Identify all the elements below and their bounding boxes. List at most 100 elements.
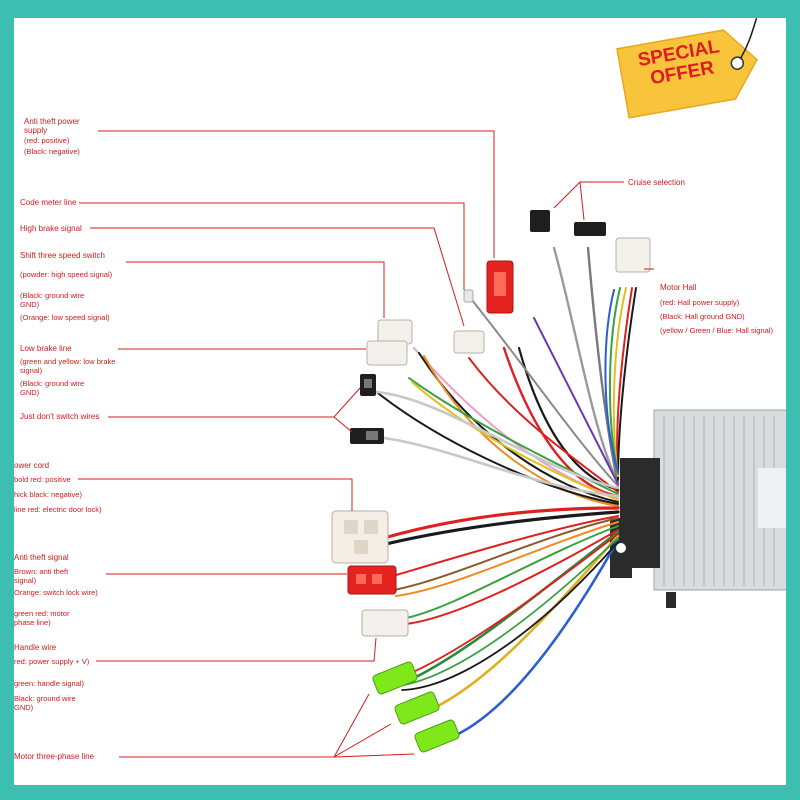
callout-line-cruise-2 xyxy=(579,181,585,221)
wire-anti-theft-power-red xyxy=(502,346,620,498)
connector-phase-yellow xyxy=(394,691,440,725)
wire-shift-orange xyxy=(423,355,619,507)
wire-hall-blue xyxy=(604,289,619,473)
wire-phase-green xyxy=(412,530,620,680)
wire-anti-theft-brown xyxy=(393,517,619,591)
label-shift-speed-black: (Black: ground wire GND) xyxy=(20,291,85,309)
wire-handle-green xyxy=(397,537,619,687)
callout-line-code-meter xyxy=(79,202,465,290)
connector-cruise-2 xyxy=(574,222,606,236)
label-shift-speed-title: Shift three speed switch xyxy=(20,251,105,260)
label-power-cord-thick-black: hick black: negative) xyxy=(14,490,82,499)
tag-hole-icon xyxy=(730,56,745,70)
wire-low-brake-black xyxy=(373,389,619,505)
housing-sticker xyxy=(758,468,786,528)
wire-hall-red xyxy=(616,287,633,479)
label-power-cord-line-red: line red: electric door lock) xyxy=(14,505,102,514)
label-cruise: Cruise selection xyxy=(628,178,685,187)
label-high-brake: High brake signal xyxy=(20,224,82,233)
wire-bundle xyxy=(373,246,637,738)
label-just-dont: Just don't switch wires xyxy=(20,412,100,421)
label-handle-green: green: handle signal) xyxy=(14,679,85,688)
label-power-cord-title: ower cord xyxy=(14,461,50,470)
label-motor-hall-title: Motor Hall xyxy=(660,283,697,292)
wire-hall-yellow xyxy=(612,287,627,477)
controller-housing xyxy=(610,409,786,608)
wire-high-brake xyxy=(468,357,619,493)
connector-just-dont-1 xyxy=(360,374,376,396)
callout-line-phase-1 xyxy=(119,693,370,758)
label-power-cord-bold-red: bold red: positive xyxy=(14,475,71,484)
label-motor-hall-ygb: (yellow / Green / Blue: Hall signal) xyxy=(660,326,773,335)
wire-purple xyxy=(533,317,619,485)
connector-code-meter xyxy=(463,289,474,303)
wire-power-thick-black xyxy=(384,510,620,546)
callout-line-cruise-1 xyxy=(553,181,624,209)
product-image-frame: Anti theft power supply (red: positive) … xyxy=(14,18,786,785)
connector-low-brake xyxy=(366,340,408,366)
cooling-fins xyxy=(663,416,775,586)
wire-handle-red xyxy=(393,533,619,681)
label-handle-black: Black: ground wire GND) xyxy=(14,694,76,712)
label-low-brake-black: (Black: ground wire GND) xyxy=(20,379,85,397)
label-shift-speed-orange: (Orange: low speed signal) xyxy=(20,313,110,322)
special-offer-badge: SPECIAL OFFER xyxy=(612,17,774,125)
label-motor-hall-red: (red: Hall power supply) xyxy=(660,298,740,307)
wire-cruise-1 xyxy=(552,246,620,484)
callout-line-phase-2 xyxy=(333,723,392,758)
wire-just-dont-2 xyxy=(382,436,620,498)
wire-hall-black xyxy=(617,287,637,481)
wire-low-brake-green xyxy=(408,377,619,495)
connectors xyxy=(331,210,651,753)
connector-just-dont-2 xyxy=(350,428,384,444)
controller-wiring-diagram xyxy=(78,130,786,758)
callout-line-high-brake xyxy=(90,227,465,327)
wire-power-bold-red xyxy=(382,506,620,540)
wire-hall-green xyxy=(608,287,621,475)
callout-line-handle xyxy=(96,637,377,662)
callout-line-anti-theft-power xyxy=(98,130,495,258)
mounting-hole xyxy=(616,543,626,553)
wire-anti-theft-red xyxy=(405,529,619,625)
label-low-brake-title: Low brake line xyxy=(20,344,72,353)
callout-line-phase-3 xyxy=(333,753,415,758)
label-motor-hall-black: (Black: Hall ground GND) xyxy=(660,312,745,321)
label-anti-theft-power-title: Anti theft power supply xyxy=(24,117,80,135)
connector-handle xyxy=(361,609,409,637)
tag-shape xyxy=(616,17,760,119)
wire-just-dont-1 xyxy=(374,390,620,490)
label-anti-theft-power-black: (Black: negative) xyxy=(24,147,80,156)
label-shift-speed-powder: (powder: high speed signal) xyxy=(20,270,113,279)
connector-motor-hall xyxy=(615,237,651,273)
label-code-meter: Code meter line xyxy=(20,198,77,207)
wire-phase-yellow xyxy=(432,534,620,710)
wire-anti-theft-orange xyxy=(395,521,619,597)
wire-anti-theft-green xyxy=(405,525,619,619)
connector-shift-speed xyxy=(377,319,413,345)
label-anti-theft-signal-title: Anti theft signal xyxy=(14,553,69,562)
label-motor-three-phase: Motor three-phase line xyxy=(14,752,95,761)
callout-lines xyxy=(78,130,654,758)
connector-high-brake xyxy=(453,330,485,354)
wire-handle-black xyxy=(401,541,619,691)
callout-line-shift-speed xyxy=(126,261,385,318)
label-handle-red: red: power supply + V) xyxy=(14,657,90,666)
connector-cruise-1 xyxy=(530,210,550,232)
connector-phase-blue xyxy=(414,719,460,753)
label-low-brake-green-yellow: (green and yellow: low brake signal) xyxy=(20,357,116,375)
label-anti-theft-power-red: (red: positive) xyxy=(24,136,70,145)
wire-power-line-red xyxy=(385,515,619,579)
wire-code-meter xyxy=(471,299,619,487)
connector-anti-theft-signal xyxy=(347,565,397,595)
callout-line-just-dont-2 xyxy=(333,416,353,433)
wire-phase-blue xyxy=(452,538,620,738)
callout-line-just-dont-1 xyxy=(108,387,361,418)
connector-phase-green xyxy=(372,661,418,695)
label-handle-title: Handle wire xyxy=(14,643,57,652)
connector-power-cord xyxy=(331,510,389,564)
wire-low-brake-yellow xyxy=(411,381,619,501)
connector-anti-theft-power xyxy=(486,260,514,314)
label-anti-theft-signal-orange: Orange: switch lock wire) xyxy=(14,588,98,597)
wire-cruise-2 xyxy=(586,246,620,486)
callout-line-power-cord xyxy=(78,478,353,511)
